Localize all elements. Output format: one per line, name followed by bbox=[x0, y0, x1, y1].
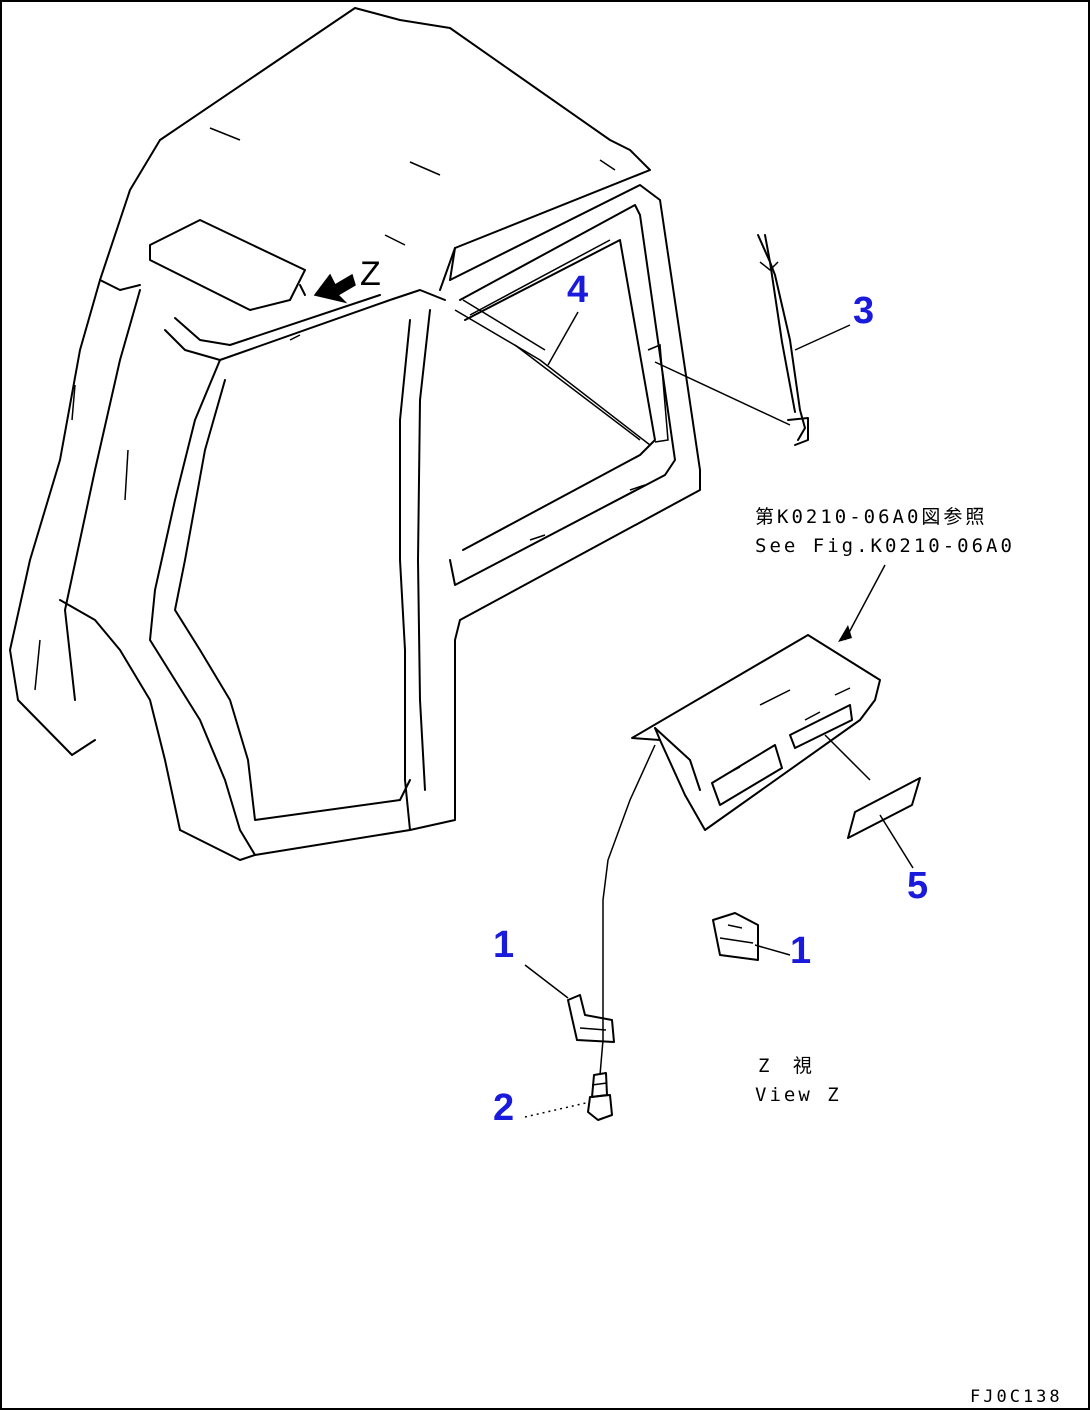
part-2-switch bbox=[587, 1072, 613, 1121]
callout-3: 3 bbox=[853, 290, 874, 332]
overhead-panel bbox=[631, 634, 881, 831]
view-label-en: View Z bbox=[755, 1084, 842, 1106]
view-z-arrow bbox=[313, 273, 356, 304]
bracket-on-pillar bbox=[647, 343, 669, 443]
figure-code: FJ0C138 bbox=[970, 1387, 1063, 1407]
leader-3-to-cab bbox=[654, 361, 791, 426]
reference-arrowhead bbox=[838, 625, 852, 642]
part-4-strip bbox=[514, 344, 641, 441]
leader-2 bbox=[524, 1101, 591, 1118]
leader-1-left bbox=[524, 964, 569, 999]
leader-5 bbox=[879, 814, 914, 869]
view-label-jp: Z 視 bbox=[758, 1055, 818, 1077]
leader-4 bbox=[547, 311, 579, 366]
leader-1-right bbox=[754, 944, 791, 956]
leader-5-a bbox=[824, 734, 871, 781]
reference-note-jp: 第K0210-06A0図参照 bbox=[755, 506, 987, 528]
leader-3 bbox=[794, 324, 851, 351]
part-1-plate-left bbox=[567, 994, 615, 1043]
part-1-plate-right bbox=[712, 912, 759, 961]
callout-5: 5 bbox=[907, 865, 928, 907]
view-z-marker: Z bbox=[360, 255, 381, 293]
part-3-rod bbox=[757, 234, 809, 446]
callout-1-right: 1 bbox=[790, 930, 811, 972]
part-5-plate bbox=[847, 777, 921, 839]
callout-4: 4 bbox=[567, 269, 588, 311]
reference-note-en: See Fig.K0210-06A0 bbox=[755, 535, 1015, 557]
reference-leader bbox=[844, 564, 886, 641]
cab-body bbox=[9, 7, 701, 861]
wire bbox=[599, 744, 656, 1076]
callout-1-left: 1 bbox=[493, 924, 514, 966]
callout-2: 2 bbox=[493, 1087, 514, 1129]
